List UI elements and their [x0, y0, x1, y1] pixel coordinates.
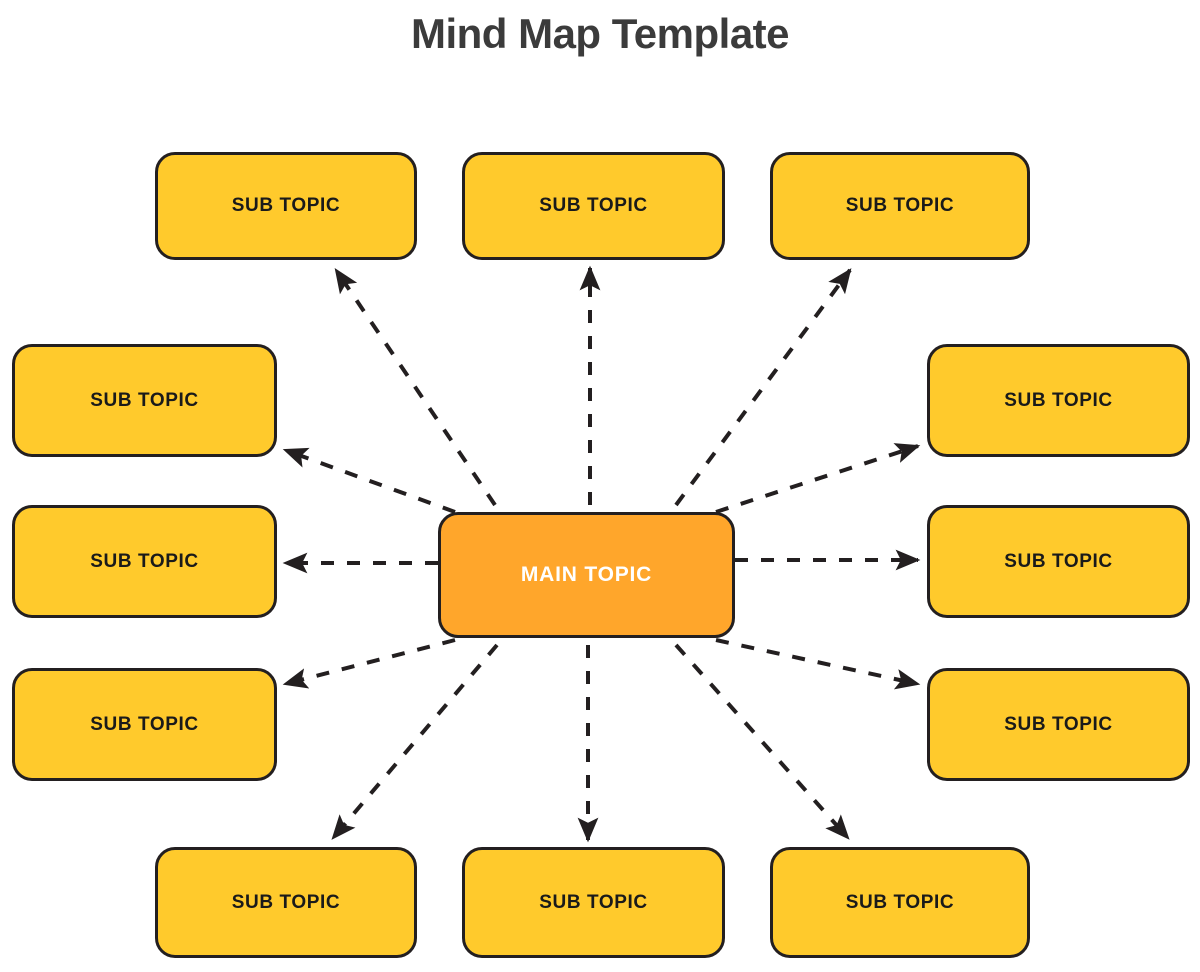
- sub-topic-label: SUB TOPIC: [845, 195, 955, 216]
- sub-topic-right-upper-node[interactable]: SUB TOPIC: [927, 344, 1190, 457]
- edge-bottom-right: [674, 643, 850, 840]
- sub-topic-left-middle-node[interactable]: SUB TOPIC: [12, 505, 277, 618]
- edge-top-right: [674, 268, 852, 507]
- sub-topic-label: SUB TOPIC: [1004, 389, 1113, 411]
- sub-topic-label: SUB TOPIC: [845, 891, 955, 913]
- edge-top-left: [334, 268, 497, 507]
- sub-topic-label: SUB TOPIC: [90, 713, 199, 735]
- main-topic-label: MAIN TOPIC: [520, 563, 653, 586]
- sub-topic-label: SUB TOPIC: [90, 550, 199, 572]
- sub-topic-bottom-center-node[interactable]: SUB TOPIC: [462, 847, 725, 958]
- sub-topic-top-center-node[interactable]: SUB TOPIC: [462, 152, 725, 260]
- edge-left-lower: [282, 638, 456, 689]
- sub-topic-right-lower-node[interactable]: SUB TOPIC: [927, 668, 1190, 781]
- sub-topic-right-middle-node[interactable]: SUB TOPIC: [927, 505, 1190, 618]
- main-topic-node[interactable]: MAIN TOPIC: [438, 512, 735, 638]
- sub-topic-bottom-left-node[interactable]: SUB TOPIC: [155, 847, 417, 958]
- sub-topic-label: SUB TOPIC: [231, 195, 341, 216]
- edge-right-upper: [715, 443, 921, 514]
- sub-topic-left-lower-node[interactable]: SUB TOPIC: [12, 668, 277, 781]
- sub-topic-top-left-node[interactable]: SUB TOPIC: [155, 152, 417, 260]
- edge-bottom-left: [331, 643, 499, 840]
- edge-right-lower: [715, 638, 921, 690]
- sub-topic-top-right-node[interactable]: SUB TOPIC: [770, 152, 1030, 260]
- sub-topic-label: SUB TOPIC: [1004, 713, 1113, 735]
- edge-left-upper: [282, 447, 456, 514]
- sub-topic-label: SUB TOPIC: [231, 891, 341, 913]
- page-title: Mind Map Template: [410, 10, 790, 57]
- sub-topic-label: SUB TOPIC: [539, 195, 648, 216]
- sub-topic-bottom-right-node[interactable]: SUB TOPIC: [770, 847, 1030, 958]
- sub-topic-label: SUB TOPIC: [90, 389, 199, 411]
- sub-topic-left-upper-node[interactable]: SUB TOPIC: [12, 344, 277, 457]
- sub-topic-label: SUB TOPIC: [539, 891, 648, 913]
- sub-topic-label: SUB TOPIC: [1004, 550, 1113, 572]
